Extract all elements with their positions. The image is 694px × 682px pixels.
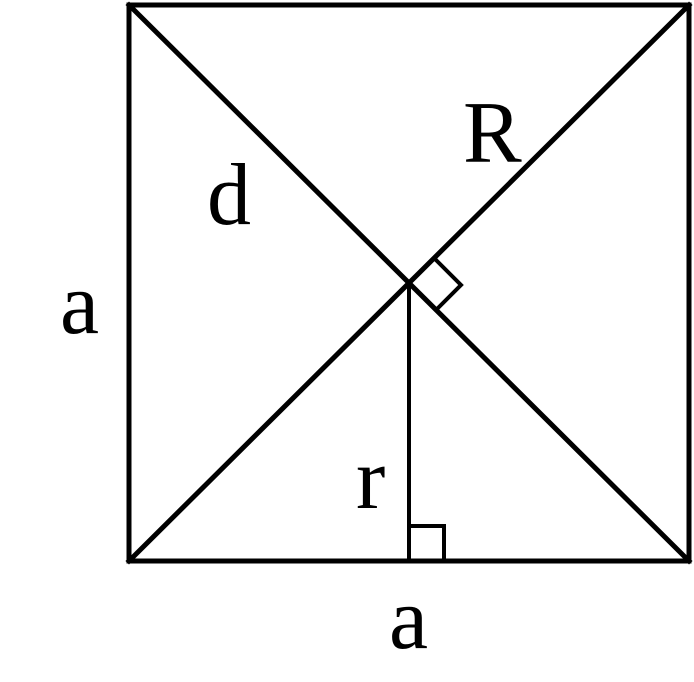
right-angle-marker-bottom xyxy=(409,524,446,561)
label-circumradius: R xyxy=(463,85,522,182)
right-angle-marker-center xyxy=(431,255,464,311)
label-diagonal: d xyxy=(207,147,251,244)
label-side-bottom: a xyxy=(389,571,428,668)
label-inradius: r xyxy=(356,431,385,528)
label-side-left: a xyxy=(60,256,99,353)
